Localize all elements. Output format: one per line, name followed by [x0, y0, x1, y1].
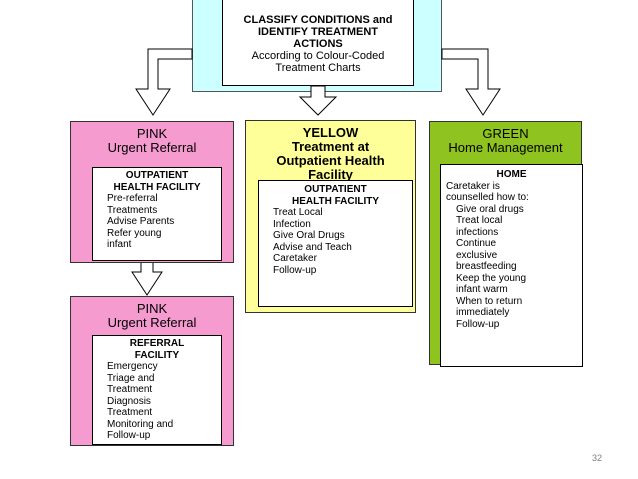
yellow-inner-title-2: HEALTH FACILITY — [291, 195, 380, 207]
pink-urgent-referral-box: PINK Urgent Referral OUTPATIENT HEALTH F… — [70, 121, 234, 263]
yellow-item: Caretaker — [273, 253, 317, 264]
yellow-category-line-2: Outpatient Health — [276, 153, 385, 168]
pink-item: Refer young — [107, 227, 162, 239]
green-item: When to return — [456, 295, 523, 307]
pink-inner-title-2: HEALTH FACILITY — [113, 181, 201, 193]
pink-outpatient-inner-box: OUTPATIENT HEALTH FACILITY Pre-referral … — [92, 167, 222, 261]
green-inner-title: HOME — [496, 169, 527, 180]
pink-referral-inner-box: REFERRAL FACILITY Emergency Triage and T… — [92, 335, 222, 445]
green-intro-line-1: Caretaker is — [446, 180, 500, 192]
yellow-item: Advise and Teach — [273, 241, 352, 253]
pink-color-label: PINK — [136, 126, 168, 141]
yellow-item: Treat Local — [273, 207, 323, 218]
arrow-to-yellow — [298, 85, 338, 116]
pink-inner-title-1: OUTPATIENT — [125, 170, 189, 181]
referral-inner-title-2: FACILITY — [134, 349, 180, 361]
pink-item: Advise Parents — [107, 216, 175, 227]
pink-referral-facility-box: PINK Urgent Referral REFERRAL FACILITY E… — [70, 296, 234, 446]
green-item: immediately — [456, 307, 510, 318]
referral-item: Emergency — [107, 361, 158, 372]
referral-item: Monitoring and — [107, 418, 174, 430]
yellow-item: Give Oral Drugs — [273, 230, 345, 241]
top-title-line-3: ACTIONS — [293, 38, 343, 50]
green-intro-line-2: counselled how to: — [446, 192, 529, 203]
pink-item: Treatments — [107, 204, 158, 216]
pink-item: Pre-referral — [107, 193, 158, 204]
referral-inner-title-1: REFERRAL — [129, 338, 185, 349]
green-item: Follow-up — [456, 318, 500, 330]
pink-item: infant — [107, 239, 132, 250]
pink-category-label: Urgent Referral — [107, 140, 197, 155]
referral-item: Treatment — [107, 384, 153, 395]
yellow-category-line-1: Treatment at — [291, 139, 370, 154]
green-item: Keep the young — [456, 272, 527, 284]
page-number: 32 — [592, 453, 603, 463]
pink-bottom-color-label: PINK — [136, 301, 168, 316]
referral-item: Triage and — [107, 372, 155, 384]
green-home-inner-box: HOME Caretaker is counselled how to: Giv… — [440, 164, 583, 367]
referral-item: Follow-up — [107, 430, 151, 441]
referral-item: Diagnosis — [107, 395, 151, 407]
referral-item: Treatment — [107, 407, 153, 418]
yellow-item: Follow-up — [273, 264, 317, 276]
arrow-to-pink — [135, 48, 193, 116]
green-item: Give oral drugs — [456, 203, 524, 215]
top-subtitle-line-1: According to Colour-Coded — [251, 50, 385, 62]
yellow-inner-title-1: OUTPATIENT — [304, 184, 367, 195]
green-category-label: Home Management — [448, 140, 563, 155]
green-item: infant warm — [456, 284, 508, 295]
yellow-category-line-3: Facility — [308, 167, 353, 182]
yellow-outpatient-treatment-box: YELLOW Treatment at Outpatient Health Fa… — [245, 120, 416, 313]
pink-bottom-category-label: Urgent Referral — [107, 315, 197, 330]
green-item: Continue — [456, 238, 497, 249]
top-title-line-2: IDENTIFY TREATMENT — [258, 26, 378, 38]
green-item: exclusive — [456, 249, 498, 261]
green-item: Treat local — [456, 215, 503, 226]
top-title-line-1: CLASSIFY CONDITIONS and — [243, 14, 393, 26]
green-item: breastfeeding — [456, 261, 517, 272]
yellow-outpatient-inner-box: OUTPATIENT HEALTH FACILITY Treat Local I… — [258, 180, 413, 307]
green-item: infections — [456, 226, 499, 238]
green-color-label: GREEN — [482, 126, 529, 141]
top-subtitle-line-2: Treatment Charts — [275, 62, 361, 74]
arrow-pink-to-referral — [131, 261, 163, 296]
yellow-color-label: YELLOW — [302, 125, 359, 140]
classify-conditions-box: CLASSIFY CONDITIONS and IDENTIFY TREATME… — [222, 0, 414, 86]
arrow-to-green — [441, 48, 501, 116]
green-home-management-box: GREEN Home Management HOME Caretaker is … — [429, 121, 583, 367]
yellow-item: Infection — [273, 218, 311, 230]
